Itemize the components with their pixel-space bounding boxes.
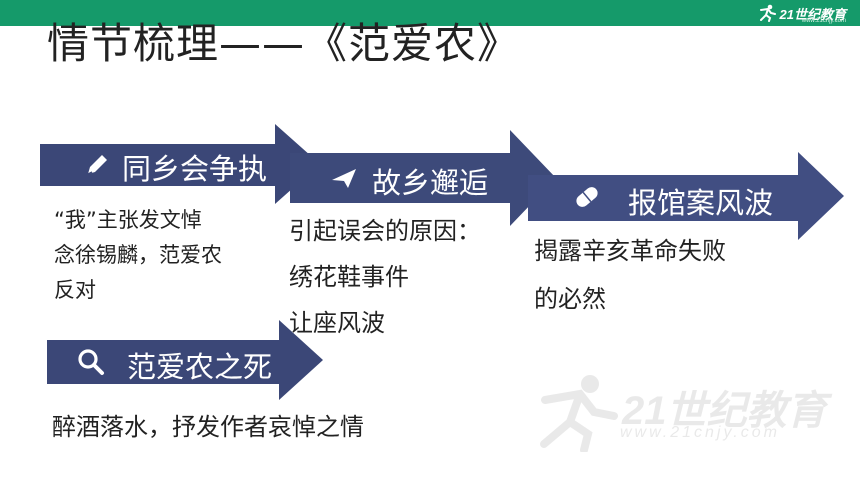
step-label-2: 故乡邂逅 bbox=[372, 166, 489, 200]
brand-logo: 21世纪教育 www.21cnjy.com bbox=[757, 2, 846, 24]
send-icon bbox=[332, 169, 356, 188]
step-arrow-1: 同乡会争执 bbox=[40, 124, 320, 204]
capsule-icon bbox=[576, 187, 598, 207]
runner-icon bbox=[759, 4, 776, 22]
step-label-3: 报馆案风波 bbox=[628, 186, 774, 220]
step-label-1: 同乡会争执 bbox=[122, 152, 268, 186]
step-desc-1: “我”主张发文悼 念徐锡麟，范爱农 反对 bbox=[54, 203, 222, 308]
step-label-4: 范爱农之死 bbox=[127, 350, 273, 384]
step-desc-4: 醉酒落水，抒发作者哀悼之情 bbox=[52, 407, 364, 447]
desc-line: 念徐锡麟，范爱农 bbox=[54, 243, 222, 267]
arrow-shape bbox=[290, 130, 556, 226]
logo-text: 21世纪教育 bbox=[779, 6, 846, 22]
page-title: 情节梳理——《范爱农》 bbox=[47, 19, 521, 68]
step-arrow-2: 故乡邂逅 bbox=[290, 130, 556, 226]
desc-line: 醉酒落水，抒发作者哀悼之情 bbox=[52, 413, 364, 441]
step-arrow-3: 报馆案风波 bbox=[528, 152, 844, 240]
step-desc-2: 引起误会的原因： 绣花鞋事件 让座风波 bbox=[289, 208, 481, 346]
desc-line: 绣花鞋事件 bbox=[289, 263, 409, 291]
search-icon bbox=[78, 349, 104, 375]
step-arrow-4: 范爱农之死 bbox=[47, 320, 323, 400]
arrow-shape bbox=[40, 124, 320, 204]
desc-line: 引起误会的原因： bbox=[289, 217, 481, 245]
top-bar bbox=[0, 0, 860, 26]
arrow-shape bbox=[528, 152, 844, 240]
desc-line: 反对 bbox=[54, 278, 96, 302]
desc-line: 让座风波 bbox=[289, 309, 385, 337]
watermark: 21世纪教育 www.21cnjy.com bbox=[530, 372, 830, 452]
runner-watermark-icon bbox=[540, 375, 618, 452]
logo-url: www.21cnjy.com bbox=[801, 18, 846, 24]
desc-line: 的必然 bbox=[534, 285, 606, 313]
desc-line: 揭露辛亥革命失败 bbox=[534, 237, 726, 265]
pen-icon bbox=[87, 155, 107, 175]
arrow-shape bbox=[47, 320, 323, 400]
step-desc-3: 揭露辛亥革命失败 的必然 bbox=[534, 227, 726, 323]
desc-line: “我”主张发文悼 bbox=[54, 208, 202, 232]
watermark-url: www.21cnjy.com bbox=[620, 424, 780, 441]
watermark-text: 21世纪教育 bbox=[622, 389, 827, 433]
